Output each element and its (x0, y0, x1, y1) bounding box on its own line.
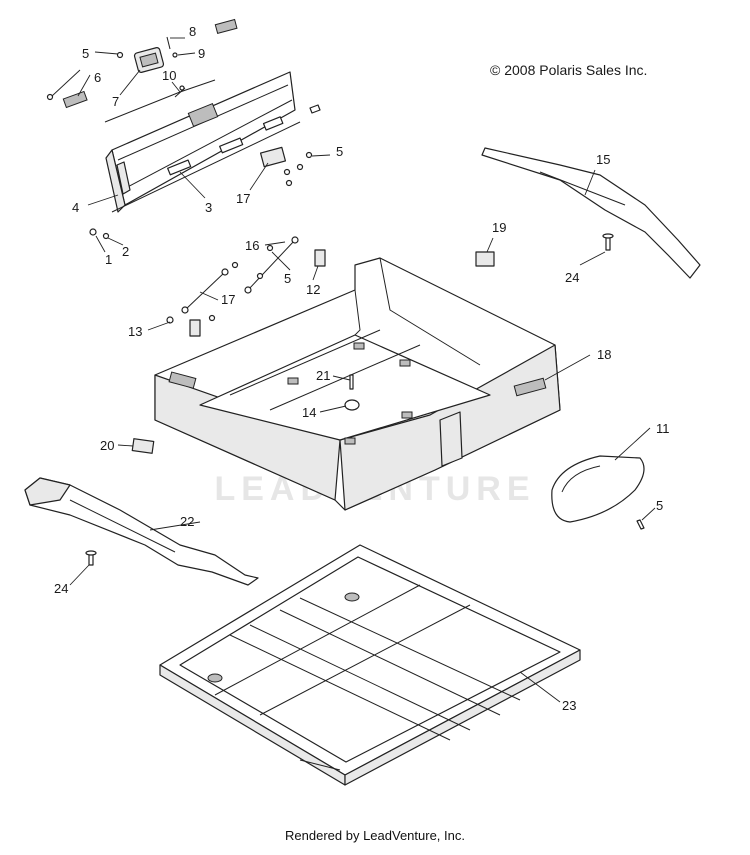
callout-5-d: 5 (656, 498, 663, 513)
callout-11: 11 (656, 421, 670, 436)
callout-24-lower: 24 (54, 581, 68, 596)
callout-15: 15 (596, 152, 610, 167)
callout-5: 5 (82, 46, 89, 61)
latch-7 (133, 47, 165, 73)
callout-24-upper: 24 (565, 270, 579, 285)
side-rail-15 (481, 147, 701, 279)
callout-20-upper: 19 (492, 220, 506, 235)
callout-19: 18 (597, 347, 611, 362)
decal-18 (259, 146, 287, 168)
callout-21: 21 (316, 368, 330, 383)
callout-3: 3 (205, 200, 212, 215)
callout-18: 17 (236, 191, 250, 206)
callout-8: 8 (189, 24, 196, 39)
tailgate-assembly (105, 71, 301, 213)
callout-12: 12 (306, 282, 320, 297)
fasteners-top (46, 36, 321, 240)
callout-7: 7 (112, 94, 119, 109)
bolt-24-upper (602, 233, 614, 251)
callout-16: 16 (245, 238, 259, 253)
screw-5-right (636, 519, 645, 530)
callout-5-c: 5 (284, 271, 291, 286)
decal-20-upper (475, 251, 495, 267)
callout-14: 14 (302, 405, 316, 420)
bracket-hardware (166, 236, 326, 337)
callout-5-b: 5 (336, 144, 343, 159)
cargo-box-19 (154, 257, 561, 511)
callout-13: 13 (128, 324, 142, 339)
callout-4: 4 (72, 200, 79, 215)
copyright-text: © 2008 Polaris Sales Inc. (490, 62, 647, 78)
callout-22: 22 (180, 514, 194, 529)
decal-6 (62, 90, 88, 109)
callout-23: 23 (562, 698, 576, 713)
callout-10: 10 (162, 68, 176, 83)
callout-2: 2 (122, 244, 129, 259)
footer-credit: Rendered by LeadVenture, Inc. (285, 828, 465, 843)
cover-11 (551, 455, 645, 523)
callout-1: 1 (105, 252, 112, 267)
decal-20-lower (131, 438, 155, 454)
decal-top (214, 18, 238, 35)
callout-17: 17 (221, 292, 235, 307)
callout-9: 9 (198, 46, 205, 61)
callout-20-lower: 20 (100, 438, 114, 453)
bolt-24-lower (85, 550, 97, 566)
side-rail-22 (24, 477, 259, 586)
callout-labels: 5 6 7 8 9 10 4 3 17 5 1 2 15 19 24 16 17… (54, 24, 670, 713)
leader-lines (51, 37, 656, 703)
frame-23 (159, 544, 581, 786)
callout-6: 6 (94, 70, 101, 85)
